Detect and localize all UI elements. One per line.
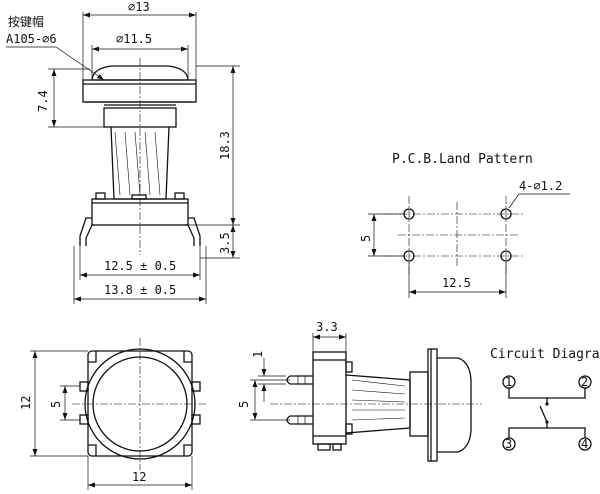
circuit-title: Circuit Diagram: [490, 347, 600, 362]
cap-callout-chinese: 按键帽: [8, 14, 44, 29]
button-cap: [91, 65, 189, 81]
dim-total-height: 18.3: [218, 131, 232, 160]
top-dim-height: 12: [19, 396, 33, 410]
pcb-hole-1: [403, 208, 415, 220]
cap-callout-leader: [6, 46, 105, 81]
dim-cap-height: 7.4: [36, 90, 50, 112]
profile-view: 3.3 1: [237, 320, 482, 462]
circuit-wire-top: [508, 388, 586, 399]
dim-pin-pitch: 12.5 ± 0.5: [104, 259, 176, 273]
pcb-land-pattern: P.C.B.Land Pattern 4-⌀1.2 5 12.5: [359, 152, 570, 298]
pcb-hole-2: [500, 208, 512, 220]
side-view: 按键帽 A105-⌀6 ⌀13 ⌀11.5: [6, 0, 240, 304]
terminal-3-label: 3: [505, 437, 512, 451]
dim-overall-width: ⌀13: [128, 0, 150, 14]
top-view: 12 5 12: [19, 338, 208, 490]
terminal-left-bottom: [79, 414, 89, 425]
profile-pin-bottom: [286, 415, 313, 425]
profile-cap: [437, 357, 472, 453]
profile-pin-top: [286, 375, 313, 385]
profile-flange: [427, 348, 438, 462]
pin-left: [79, 217, 95, 246]
profile-dim-pin-thickness: 1: [251, 351, 265, 358]
pcb-holes-label: 4-⌀1.2: [519, 179, 562, 193]
circuit-switch-lever: [539, 405, 548, 423]
circuit-diagram: Circuit Diagram 1 2 3 4: [490, 347, 600, 451]
terminal-right-bottom: [191, 414, 201, 425]
dim-leg-length: 3.5: [218, 232, 232, 254]
terminal-1-label: 1: [505, 375, 512, 389]
dim-cap-top: ⌀11.5: [116, 32, 152, 46]
pcb-dim-horizontal: 12.5: [442, 276, 471, 290]
terminal-2-label: 2: [581, 375, 588, 389]
profile-dim-pin-spacing: 5: [237, 401, 251, 408]
circuit-wire-bottom: [508, 427, 586, 438]
pcb-title: P.C.B.Land Pattern: [392, 152, 533, 167]
pcb-dim-vertical: 5: [359, 235, 373, 242]
terminal-4-label: 4: [581, 437, 588, 451]
profile-body: [312, 351, 347, 445]
cap-callout-part: A105-⌀6: [6, 32, 57, 46]
top-dim-width: 12: [132, 470, 146, 484]
cap-flange: [82, 79, 197, 103]
pcb-hole-4: [500, 250, 512, 262]
dim-pin-span: 13.8 ± 0.5: [104, 283, 176, 297]
profile-dim-offset: 3.3: [316, 320, 338, 334]
top-dim-pin-spacing: 5: [49, 401, 63, 408]
pcb-hole-3: [403, 250, 415, 262]
pin-right: [185, 217, 201, 246]
